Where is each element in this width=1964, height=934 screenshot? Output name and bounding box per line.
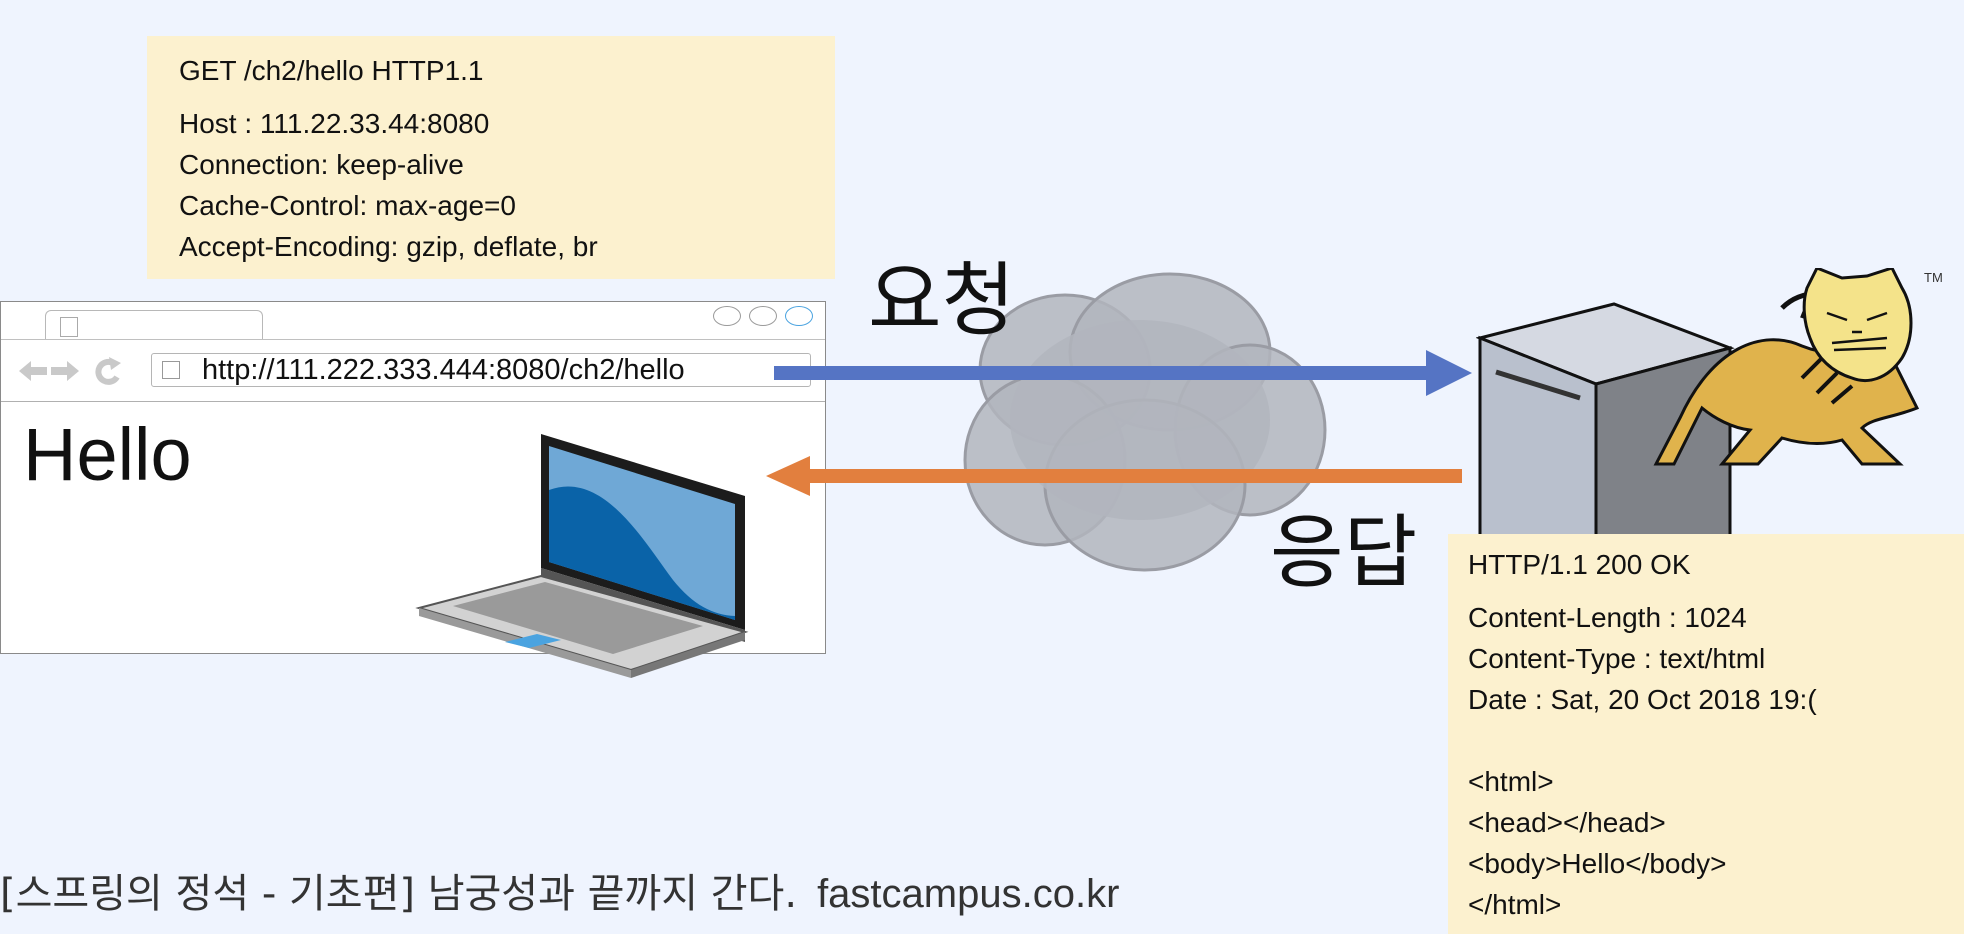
document-icon <box>60 317 78 337</box>
footer-title: [스프링의 정석 - 기초편] 남궁성과 끝까지 간다. <box>0 871 797 917</box>
response-message-note: HTTP/1.1 200 OK Content-Length : 1024 Co… <box>1448 534 1964 934</box>
status-line: HTTP/1.1 200 OK <box>1468 544 1964 585</box>
response-header: Content-Length : 1024 <box>1468 597 1964 638</box>
maximize-button[interactable] <box>749 306 777 326</box>
response-header: Content-Type : text/html <box>1468 638 1964 679</box>
request-line: GET /ch2/hello HTTP1.1 <box>179 50 835 91</box>
nav-icons <box>17 354 147 388</box>
footer-site: fastcampus.co.kr <box>817 872 1119 916</box>
request-header: Host : 111.22.33.44:8080 <box>179 103 835 144</box>
browser-tab[interactable] <box>45 310 263 340</box>
request-header: Cache-Control: max-age=0 <box>179 185 835 226</box>
request-label: 요청 <box>868 256 1015 346</box>
response-body-line: </html> <box>1468 884 1964 925</box>
address-bar[interactable]: http://111.222.333.444:8080/ch2/hello <box>151 353 811 387</box>
response-body-line: <html> <box>1468 761 1964 802</box>
request-arrow <box>774 350 1472 396</box>
tomcat-logo <box>1652 268 1952 488</box>
trademark-mark: TM <box>1924 270 1943 285</box>
reload-icon[interactable] <box>98 357 121 382</box>
url-text: http://111.222.333.444:8080/ch2/hello <box>202 354 685 386</box>
document-icon <box>162 361 180 379</box>
page-content: Hello <box>23 410 192 500</box>
back-icon[interactable] <box>19 361 47 381</box>
footer: [스프링의 정석 - 기초편] 남궁성과 끝까지 간다. fastcampus.c… <box>0 866 1119 922</box>
response-arrow <box>766 456 1462 496</box>
browser-window: http://111.222.333.444:8080/ch2/hello He… <box>0 301 826 654</box>
minimize-button[interactable] <box>713 306 741 326</box>
request-header: Connection: keep-alive <box>179 144 835 185</box>
request-message-note: GET /ch2/hello HTTP1.1 Host : 111.22.33.… <box>147 36 835 279</box>
http-arrows <box>760 350 1480 500</box>
response-header: Date : Sat, 20 Oct 2018 19:( <box>1468 679 1964 720</box>
response-body-line: <body>Hello</body> <box>1468 843 1964 884</box>
laptop-icon <box>413 430 753 680</box>
forward-icon[interactable] <box>51 361 79 381</box>
close-button[interactable] <box>785 306 813 326</box>
response-body-line: <head></head> <box>1468 802 1964 843</box>
request-header: Accept-Encoding: gzip, deflate, br <box>179 226 835 267</box>
response-label: 응답 <box>1270 508 1417 598</box>
